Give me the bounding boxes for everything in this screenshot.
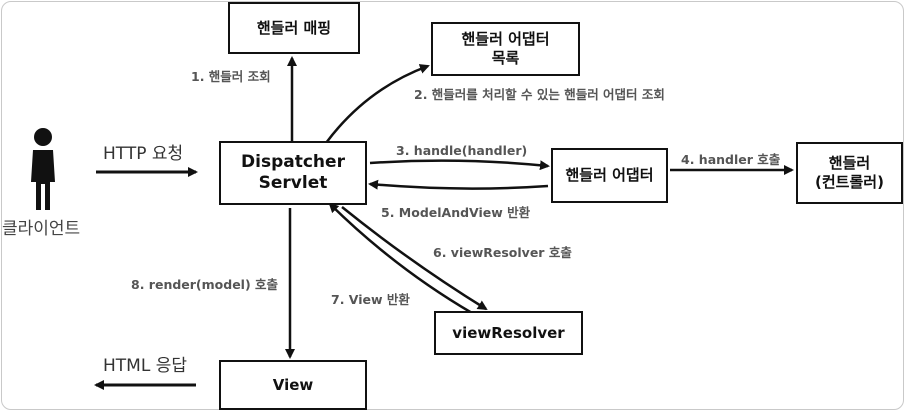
- step7-arrow: [328, 202, 473, 315]
- step6-arrow: [341, 206, 488, 311]
- handler-adapter-list-label: 핸들러 어댑터 목록: [461, 30, 550, 67]
- step2-label: 2. 핸들러를 처리할 수 있는 핸들러 어댑터 조회: [414, 87, 665, 102]
- step7-label: 7. View 반환: [331, 292, 410, 307]
- step5-arrow: [368, 179, 549, 190]
- step4-label: 4. handler 호출: [681, 152, 781, 167]
- handler-adapter-list-box: 핸들러 어댑터 목록: [431, 22, 580, 76]
- step5-label: 5. ModelAndView 반환: [381, 205, 531, 220]
- client-label: 클라이언트: [2, 219, 81, 239]
- handler-label: 핸들러 (컨트롤러): [815, 154, 884, 191]
- step1-label: 1. 핸들러 조회: [191, 69, 271, 84]
- http-request-label: HTTP 요청: [103, 144, 184, 164]
- client-person-icon: [31, 128, 55, 210]
- step2-arrow: [324, 64, 430, 144]
- html-response-label: HTML 응답: [103, 356, 187, 376]
- view-resolver-label: viewResolver: [452, 323, 565, 342]
- view-resolver-box: viewResolver: [434, 311, 583, 355]
- handler-adapter-box: 핸들러 어댑터: [551, 148, 668, 203]
- handler-box: 핸들러 (컨트롤러): [796, 142, 903, 204]
- handler-mapping-box: 핸들러 매핑: [228, 2, 360, 54]
- view-box: View: [219, 360, 367, 410]
- dispatcher-servlet-box: Dispatcher Servlet: [219, 141, 367, 205]
- handler-adapter-label: 핸들러 어댑터: [565, 166, 654, 185]
- step3-arrow: [369, 159, 550, 171]
- view-label: View: [272, 375, 314, 394]
- step8-label: 8. render(model) 호출: [131, 277, 279, 292]
- dispatcher-servlet-label: Dispatcher Servlet: [241, 151, 345, 193]
- step3-label: 3. handle(handler): [396, 143, 528, 158]
- step6-label: 6. viewResolver 호출: [433, 245, 572, 260]
- handler-mapping-label: 핸들러 매핑: [256, 18, 332, 37]
